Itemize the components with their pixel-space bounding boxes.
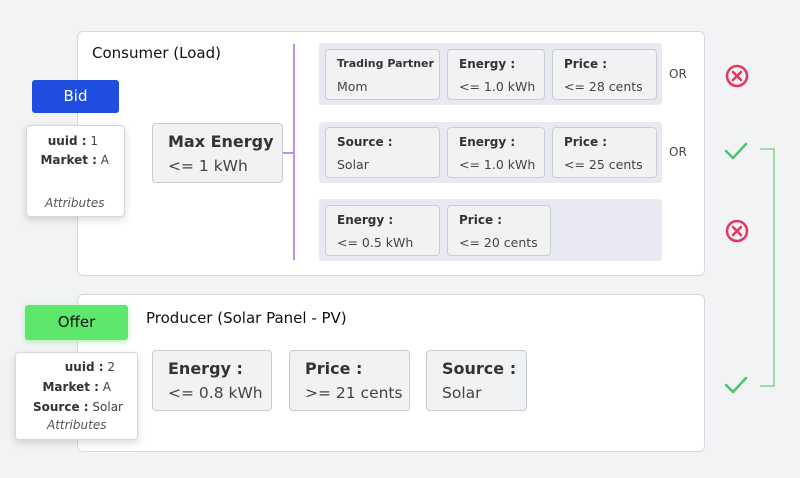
requirement-card: Energy : <= 1.0 kWh <box>447 127 545 178</box>
attr-value: Solar <box>92 400 123 414</box>
card-value: <= 0.5 kWh <box>337 235 414 250</box>
attr-footer: Attributes <box>47 418 107 432</box>
consumer-title: Consumer (Load) <box>92 44 221 62</box>
divider-line <box>293 44 295 260</box>
card-label: Energy : <box>337 213 394 227</box>
card-value: >= 21 cents <box>305 384 403 402</box>
max-energy-label: Max Energy <box>168 132 274 151</box>
cross-icon <box>725 64 749 88</box>
attr-key: Market : <box>42 380 99 394</box>
attr-key: uuid : <box>47 134 87 148</box>
branch-connector <box>283 152 294 154</box>
card-value: <= 28 cents <box>564 79 643 94</box>
or-connector-label: OR <box>669 145 687 159</box>
card-label: Price : <box>564 135 608 149</box>
offer-attributes-card: uuid : 2 Market : A Source : Solar Attri… <box>15 352 138 440</box>
attr-value: A <box>102 380 111 394</box>
consumer-panel: Consumer (Load) Max Energy <= 1 kWh Trad… <box>77 31 705 276</box>
attr-source: Source : Solar <box>33 400 123 414</box>
card-label: Price : <box>564 57 608 71</box>
card-value: Solar <box>337 157 369 172</box>
card-value: <= 20 cents <box>459 235 538 250</box>
card-label: Price : <box>459 213 503 227</box>
attr-value: 2 <box>107 360 115 374</box>
offer-tag: Offer <box>25 305 128 340</box>
attr-key: uuid : <box>64 360 104 374</box>
requirement-card: Price : <= 28 cents <box>552 49 657 100</box>
attr-uuid: uuid : 2 <box>65 360 115 374</box>
max-energy-value: <= 1 kWh <box>168 157 248 175</box>
card-value: <= 1.0 kWh <box>459 157 536 172</box>
requirement-card: Energy : <= 1.0 kWh <box>447 49 545 100</box>
cross-icon <box>725 219 749 243</box>
card-label: Source : <box>337 135 393 149</box>
producer-panel: Producer (Solar Panel - PV) Energy : <= … <box>77 294 705 452</box>
card-label: Trading Partner <box>337 57 434 70</box>
requirement-card: Price : <= 20 cents <box>447 205 551 256</box>
bid-attributes-card: uuid : 1 Market : A Attributes <box>26 125 125 217</box>
card-label: Price : <box>305 359 363 378</box>
attr-footer: Attributes <box>45 196 105 210</box>
bid-tag: Bid <box>32 80 119 113</box>
producer-title: Producer (Solar Panel - PV) <box>146 309 347 327</box>
attr-value: 1 <box>90 134 98 148</box>
attr-uuid: uuid : 1 <box>48 134 98 148</box>
requirement-card: Source : Solar <box>325 127 440 178</box>
offer-card: Source : Solar <box>426 350 527 411</box>
attr-market: Market : A <box>40 153 109 167</box>
requirement-card: Trading Partner Mom <box>325 49 440 100</box>
card-value: <= 1.0 kWh <box>459 79 536 94</box>
attr-value: A <box>100 153 109 167</box>
or-connector-label: OR <box>669 67 687 81</box>
requirement-card: Energy : <= 0.5 kWh <box>325 205 440 256</box>
card-label: Source : <box>442 359 517 378</box>
card-value: <= 25 cents <box>564 157 643 172</box>
match-connector <box>760 148 775 387</box>
card-value: Mom <box>337 79 368 94</box>
check-icon <box>724 376 748 394</box>
requirement-card: Price : <= 25 cents <box>552 127 657 178</box>
card-label: Energy : <box>168 359 243 378</box>
card-value: Solar <box>442 384 482 402</box>
attr-key: Market : <box>40 153 97 167</box>
check-icon <box>724 142 748 160</box>
card-label: Energy : <box>459 57 516 71</box>
attr-market: Market : A <box>42 380 111 394</box>
offer-card: Energy : <= 0.8 kWh <box>152 350 272 411</box>
offer-card: Price : >= 21 cents <box>289 350 410 411</box>
card-value: <= 0.8 kWh <box>168 384 263 402</box>
attr-key: Source : <box>33 400 89 414</box>
max-energy-card: Max Energy <= 1 kWh <box>152 123 283 183</box>
card-label: Energy : <box>459 135 516 149</box>
